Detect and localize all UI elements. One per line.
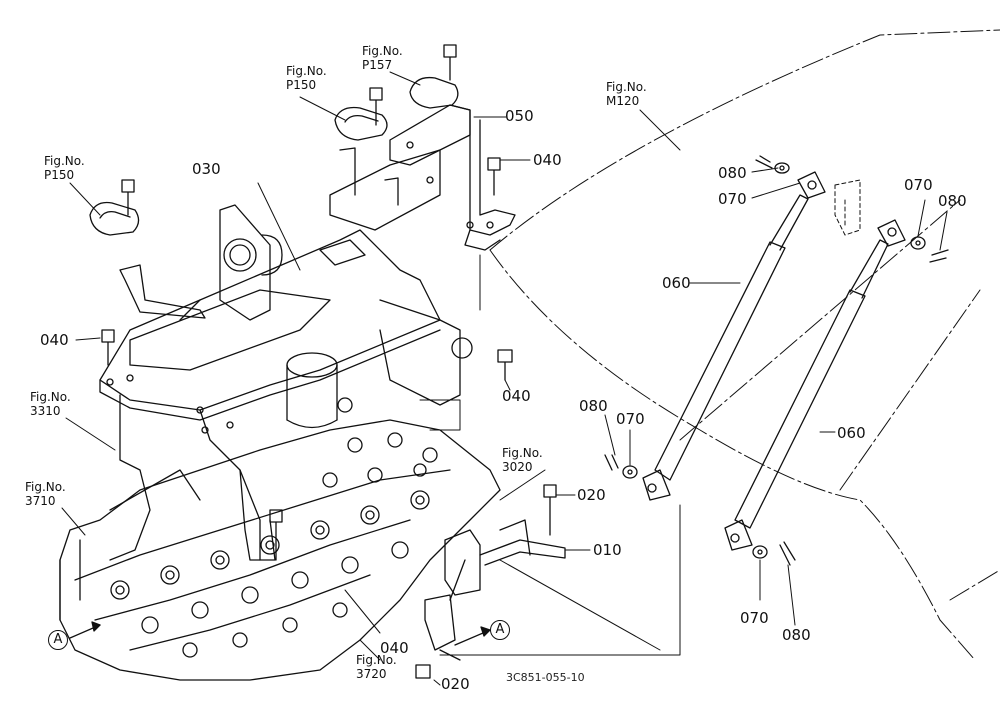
part-label-070-bottom: 070: [740, 609, 769, 627]
part-label-060-right: 060: [837, 424, 866, 442]
part-label-040-bottom: 040: [380, 639, 409, 657]
main-bracket-030: [99, 204, 473, 561]
part-label-080-top: 080: [718, 164, 747, 182]
part-label-010: 010: [593, 541, 622, 559]
clamp-stay: [119, 264, 206, 319]
part-label-060-left: 060: [662, 274, 691, 292]
cylinder-head: [59, 419, 501, 681]
fig-ref-p150-top: Fig.No.P150: [286, 64, 327, 92]
part-label-050: 050: [505, 107, 534, 125]
gas-strut-right: [724, 219, 906, 551]
section-marker-a-left: A: [48, 630, 68, 650]
head-bolt-holes: [110, 432, 438, 658]
fig-ref-3020: Fig.No.3020: [502, 446, 543, 474]
part-label-070-right: 070: [904, 176, 933, 194]
hood-bracket-phantom: [834, 179, 861, 236]
hood-outline: [489, 29, 1000, 661]
water-outlet: [286, 352, 353, 429]
fig-ref-3710: Fig.No.3710: [25, 480, 66, 508]
part-label-070-top: 070: [718, 190, 747, 208]
part-label-040-left: 040: [40, 331, 69, 349]
gas-strut-left: [642, 171, 826, 501]
part-label-080-right: 080: [938, 192, 967, 210]
leader-lines: [61, 71, 948, 686]
fig-ref-p150-left: Fig.No.P150: [44, 154, 85, 182]
fig-ref-3310: Fig.No.3310: [30, 390, 71, 418]
part-label-030: 030: [192, 160, 221, 178]
fig-ref-m120: Fig.No.M120: [606, 80, 647, 108]
washers-and-pins: [604, 155, 949, 566]
bracket-050: [329, 104, 516, 251]
fig-ref-p157: Fig.No.P157: [362, 44, 403, 72]
fig-ref-3720: Fig.No.3720: [356, 653, 397, 681]
section-arrows: [69, 621, 491, 646]
part-label-070-mid: 070: [616, 410, 645, 428]
drawing-code: 3C851-055-10: [506, 671, 585, 684]
part-label-080-mid: 080: [579, 397, 608, 415]
section-marker-a-right: A: [490, 620, 510, 640]
part-label-020-upper: 020: [577, 486, 606, 504]
hose-clamps: [89, 76, 459, 236]
part-label-020-lower: 020: [441, 675, 470, 693]
bolts: [101, 44, 557, 679]
part-label-040-top: 040: [533, 151, 562, 169]
part-label-080-bottom: 080: [782, 626, 811, 644]
part-label-040-mid: 040: [502, 387, 531, 405]
